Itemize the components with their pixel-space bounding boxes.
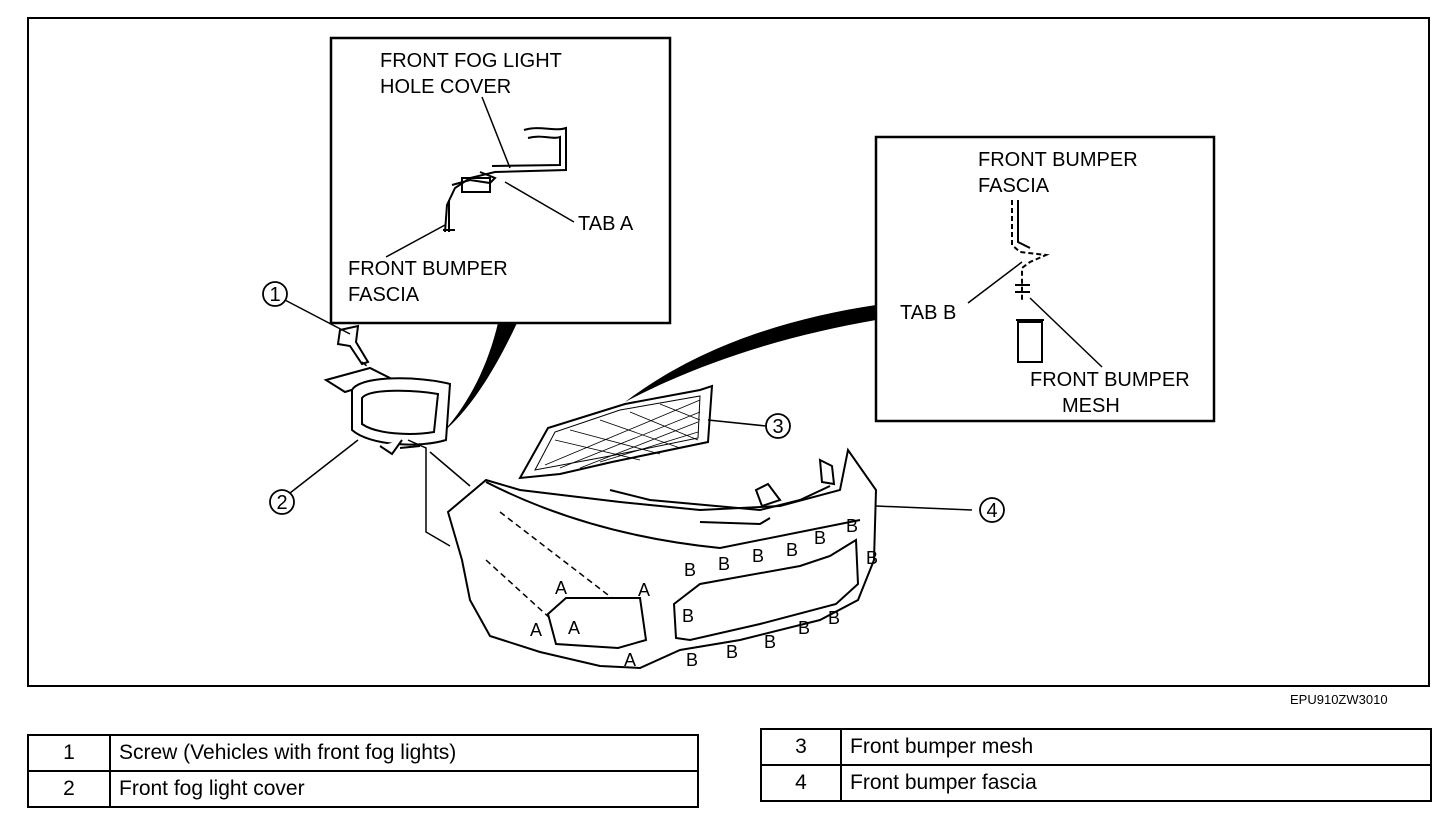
clip-a: A [530,620,542,640]
label-fog-light-hole-cover-1: FRONT FOG LIGHT [380,50,562,72]
connector-line [407,439,451,547]
clip-b: B [828,608,840,628]
legend-row: 2 Front fog light cover [27,770,699,808]
legend-description: Front fog light cover [109,770,699,808]
clip-a: A [568,618,580,638]
figure-reference-code: EPU910ZW3010 [1290,692,1388,707]
legend-description: Screw (Vehicles with front fog lights) [109,734,699,772]
marker-1-label: 1 [269,284,280,306]
clip-b: B [684,560,696,580]
clip-b: B [846,516,858,536]
legend-row: 1 Screw (Vehicles with front fog lights) [27,734,699,772]
clip-b: B [718,554,730,574]
clip-b: B [798,618,810,638]
marker-3 [765,413,791,439]
clip-b: B [682,606,694,626]
marker-2-label: 2 [276,492,287,514]
front-bumper-fascia-part [446,447,878,670]
clip-a: A [624,650,636,670]
label-inset2-fascia-2: FASCIA [978,175,1050,197]
leader-mesh [1029,297,1103,368]
label-tab-a: TAB A [578,213,634,235]
legend-row: 3 Front bumper mesh [760,728,1432,766]
legend-row: 4 Front bumper fascia [760,764,1432,802]
legend-table-left: 1 Screw (Vehicles with front fog lights)… [27,734,699,808]
clip-b: B [786,540,798,560]
fastening-guide-lines [485,511,613,621]
clip-a: A [638,580,650,600]
marker-4-label: 4 [986,500,997,522]
leader-tab-a [504,181,575,223]
label-fog-light-hole-cover-2: HOLE COVER [380,76,511,98]
front-bumper-mesh-part [518,384,714,480]
leader-4 [875,505,973,511]
inset-fog-light-box [329,36,672,325]
label-tab-b: TAB B [900,302,956,324]
clip-b: B [726,642,738,662]
legend-number: 4 [760,764,842,802]
legend-description: Front bumper mesh [840,728,1432,766]
inset2-pointer [625,305,876,402]
legend-table-right: 3 Front bumper mesh 4 Front bumper fasci… [760,728,1432,802]
leader-inset1-fascia [385,224,446,258]
label-inset1-fascia-2: FASCIA [348,284,420,306]
leader-tab-b [967,261,1023,304]
clip-a: A [555,578,567,598]
legend-description: Front bumper fascia [840,764,1432,802]
clip-b-markers: B B B B B B B B B B B B B [682,516,878,670]
diagram-frame [27,17,1430,687]
inset-mesh-drawing [1011,200,1050,363]
label-mesh-1: FRONT BUMPER [1030,369,1190,391]
clip-b: B [764,632,776,652]
legend-number: 2 [27,770,111,808]
label-inset1-fascia-1: FRONT BUMPER [348,258,508,280]
inset1-pointer [443,323,517,432]
legend-number: 3 [760,728,842,766]
clip-b: B [814,528,826,548]
leader-3 [707,419,767,427]
clip-a-markers: A A A A A [530,578,650,670]
clip-b: B [752,546,764,566]
marker-3-label: 3 [772,416,783,438]
leader-hole-cover [481,96,511,169]
marker-4 [979,497,1005,523]
connector-line-2 [429,451,471,487]
legend-number: 1 [27,734,111,772]
clip-b: B [686,650,698,670]
fog-light-cover-part [323,366,452,456]
inset-mesh-box [874,135,1216,423]
marker-1 [262,281,288,307]
label-inset2-fascia-1: FRONT BUMPER [978,149,1138,171]
inset-fog-light-drawing [443,126,567,233]
leader-2 [289,439,359,494]
clip-b: B [866,548,878,568]
leader-1 [282,298,351,335]
label-mesh-2: MESH [1062,395,1120,417]
marker-2 [269,489,295,515]
exploded-diagram: FRONT FOG LIGHT HOLE COVER TAB A FRONT B… [262,36,1216,670]
